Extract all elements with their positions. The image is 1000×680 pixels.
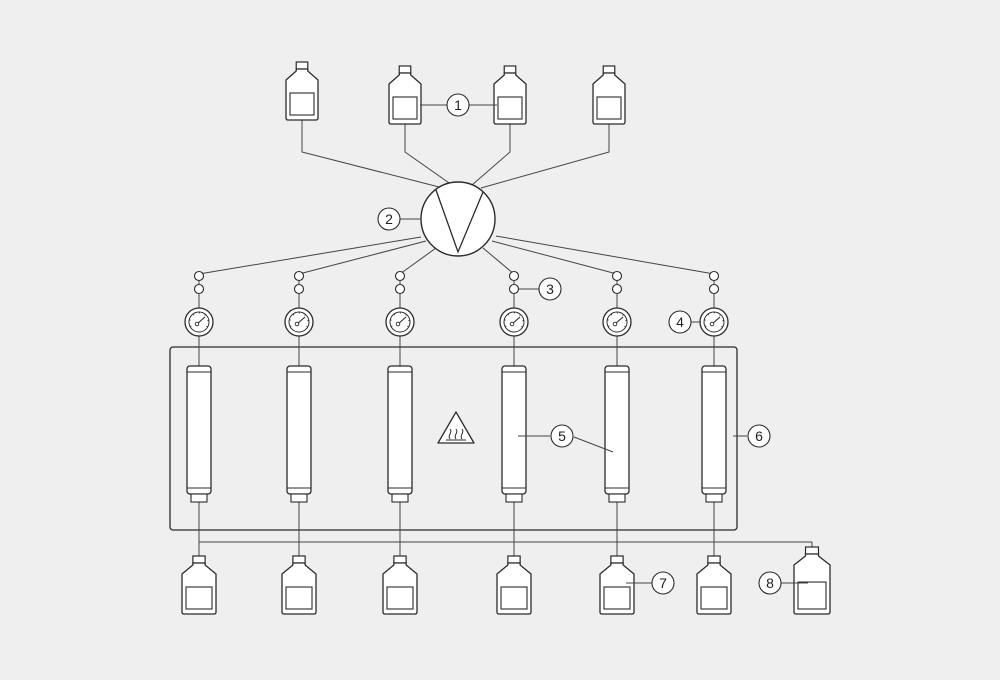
collection-bottle-1 [182,556,216,614]
reactor-line-1 [185,272,213,557]
feed-bottle-2 [389,66,421,124]
flow-restrictor-icon [510,272,519,281]
collection-bottle-3 [383,556,417,614]
collection-bottle-5 [600,556,634,614]
callout-7: 7 [652,572,674,594]
collection-bottle-6 [697,556,731,614]
callout-3: 3 [539,278,561,300]
callout-6-label: 6 [755,428,763,444]
callout-1-label: 1 [454,97,462,113]
hot-surface-warning-icon [438,412,474,443]
outlet-lines [199,542,812,547]
callout-4-label: 4 [676,314,684,330]
reactor-line-5 [603,272,631,557]
flow-restrictor-icon [396,272,405,281]
callout-8: 8 [759,572,781,594]
feed-bottle-3 [494,66,526,124]
pressure-gauge-icon [500,308,528,336]
reactor-column-icon [605,366,629,502]
collection-bottle-4 [497,556,531,614]
reactor-column-icon [388,366,412,502]
waste-bottle [794,547,830,614]
flow-restrictor-icon [613,272,622,281]
distribution-valve-icon [421,182,495,256]
callout-6: 6 [748,425,770,447]
flow-restrictor-icon [396,285,405,294]
pressure-gauge-icon [603,308,631,336]
waste-bottle-icon [794,547,830,614]
reactor-line-6 [700,272,728,557]
collection-bottles [182,556,731,614]
pressure-gauge-icon [386,308,414,336]
feed-lines [302,120,609,188]
flow-restrictor-icon [295,285,304,294]
pressure-gauge-icon [185,308,213,336]
flow-restrictor-icon [710,285,719,294]
callout-8-label: 8 [766,575,774,591]
flow-restrictor-icon [195,285,204,294]
flow-restrictor-icon [710,272,719,281]
flow-restrictor-icon [195,272,204,281]
reactor-column-icon [187,366,211,502]
callout-1: 1 [447,94,469,116]
flow-restrictor-icon [510,285,519,294]
reactor-column-icon [502,366,526,502]
reactor-line-2 [285,272,313,557]
reactor-line-3 [386,272,414,557]
collection-bottle-2 [282,556,316,614]
callout-4: 4 [669,311,691,333]
pressure-gauge-icon [700,308,728,336]
callout-5-label: 5 [558,428,566,444]
flow-restrictor-icon [295,272,304,281]
callout-leaders [400,105,808,583]
feed-bottle-4 [593,66,625,124]
callout-3-label: 3 [546,281,554,297]
reactor-line-4 [500,272,528,557]
callout-2: 2 [378,208,400,230]
reactor-column-icon [287,366,311,502]
feed-bottle-1 [286,62,318,120]
callout-2-label: 2 [385,211,393,227]
pressure-gauge-icon [285,308,313,336]
reactor-column-icon [702,366,726,502]
flow-restrictor-icon [613,285,622,294]
callout-7-label: 7 [659,575,667,591]
callout-5: 5 [551,425,573,447]
